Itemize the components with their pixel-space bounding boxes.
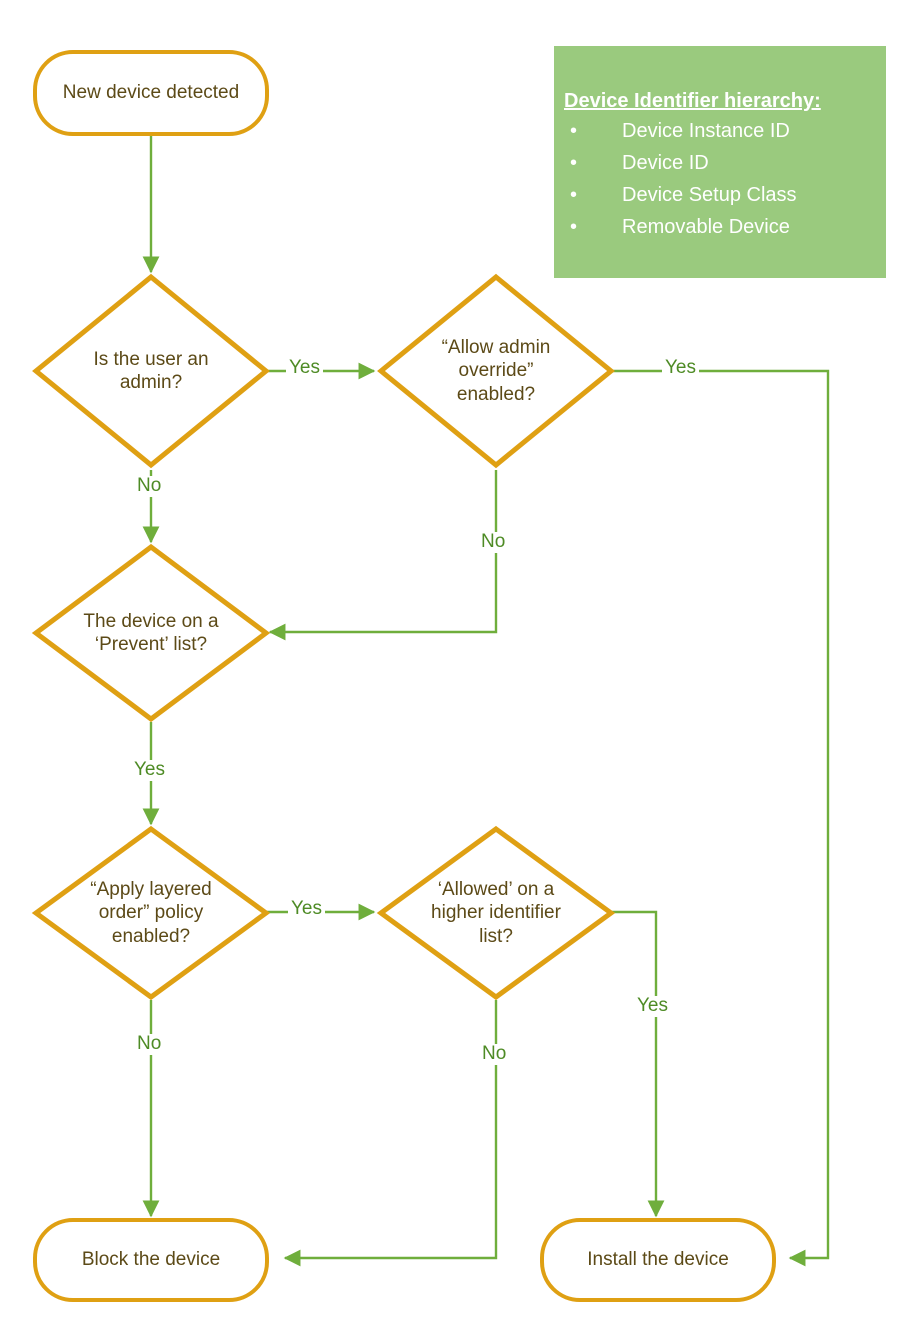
diamond-shape bbox=[31, 543, 271, 723]
node-allowed-on-a-higher-identifier-list[interactable]: ‘Allowed’ on a higher identifier list? bbox=[376, 824, 616, 1002]
node-label: “Apply layered order” policy enabled? bbox=[82, 878, 219, 948]
legend-item: • Device Setup Class bbox=[564, 179, 886, 211]
node-label: Install the device bbox=[587, 1249, 729, 1270]
legend-item: • Device ID bbox=[564, 147, 886, 179]
node-label-line: ‘Prevent’ list? bbox=[94, 634, 208, 655]
bullet-icon: • bbox=[570, 152, 578, 174]
node-label-line: order” policy bbox=[98, 902, 204, 924]
legend-device-identifier-hierarchy: Device Identifier hierarchy: • Device In… bbox=[554, 46, 886, 278]
node-label-line: higher identifier bbox=[431, 902, 561, 924]
bullet-icon: • bbox=[570, 184, 578, 206]
edge-allowed-higher-yes bbox=[608, 910, 665, 1218]
node-new-device-detected[interactable]: New device detected bbox=[33, 50, 269, 136]
node-device-on-a-prevent-list[interactable]: The device on a ‘Prevent’ list? bbox=[31, 542, 271, 724]
node-label-line: enabled? bbox=[456, 383, 536, 405]
edge-label-admin-override-yes: Yes bbox=[662, 357, 699, 379]
edge-allowed-higher-no bbox=[283, 1000, 498, 1267]
node-install-the-device[interactable]: Install the device bbox=[540, 1218, 776, 1302]
legend-item-label: Removable Device bbox=[622, 216, 790, 238]
legend-item: • Removable Device bbox=[564, 211, 886, 243]
diamond-shape bbox=[377, 273, 615, 469]
legend-item-label: Device Instance ID bbox=[622, 120, 790, 142]
edge-label-is-admin-yes: Yes bbox=[286, 357, 323, 379]
edge-admin-override-yes bbox=[608, 369, 830, 1267]
legend-item-label: Device Setup Class bbox=[622, 184, 797, 206]
node-label: Block the device bbox=[81, 1249, 221, 1270]
legend-title: Device Identifier hierarchy: bbox=[564, 90, 821, 112]
bullet-icon: • bbox=[570, 216, 578, 238]
edge-label-admin-override-no: No bbox=[478, 531, 509, 553]
node-label-line: list? bbox=[479, 925, 513, 947]
node-label-line: “Allow admin bbox=[441, 337, 551, 359]
node-label: New device detected bbox=[62, 82, 240, 103]
node-label: The device on a ‘Prevent’ list? bbox=[75, 610, 226, 656]
node-label-line: enabled? bbox=[111, 925, 191, 947]
diamond-shape bbox=[376, 825, 616, 1001]
node-label-line: admin? bbox=[119, 372, 183, 393]
legend-item: • Device Instance ID bbox=[564, 115, 886, 147]
node-block-the-device[interactable]: Block the device bbox=[33, 1218, 269, 1302]
bullet-icon: • bbox=[570, 120, 578, 142]
diamond-shape bbox=[32, 273, 270, 469]
edge-label-layered-order-no: No bbox=[134, 1033, 165, 1055]
node-allow-admin-override-enabled[interactable]: “Allow admin override” enabled? bbox=[376, 272, 616, 470]
node-label-line: “Apply layered bbox=[90, 879, 212, 901]
edge-admin-override-no bbox=[268, 470, 498, 641]
node-label-line: ‘Allowed’ on a bbox=[437, 879, 555, 901]
node-label-line: override” bbox=[458, 360, 534, 382]
legend-item-label: Device ID bbox=[622, 152, 709, 174]
edge-label-allowed-higher-yes: Yes bbox=[634, 995, 671, 1017]
node-label-line: Is the user an bbox=[93, 348, 209, 370]
node-label: “Allow admin override” enabled? bbox=[434, 336, 559, 406]
edge-label-prevent-list-yes: Yes bbox=[131, 759, 168, 781]
legend-list: • Device Instance ID • Device ID • Devic… bbox=[564, 115, 886, 243]
node-label: Is the user an admin? bbox=[85, 348, 216, 394]
node-is-the-user-an-admin[interactable]: Is the user an admin? bbox=[31, 272, 271, 470]
node-label: ‘Allowed’ on a higher identifier list? bbox=[423, 878, 569, 948]
edge-label-is-admin-no: No bbox=[134, 475, 165, 497]
node-apply-layered-order-policy-enabled[interactable]: “Apply layered order” policy enabled? bbox=[31, 824, 271, 1002]
edge-label-allowed-higher-no: No bbox=[479, 1043, 510, 1065]
edge-label-layered-order-yes: Yes bbox=[288, 898, 325, 920]
diamond-shape bbox=[31, 825, 271, 1001]
node-label-line: The device on a bbox=[83, 610, 219, 632]
